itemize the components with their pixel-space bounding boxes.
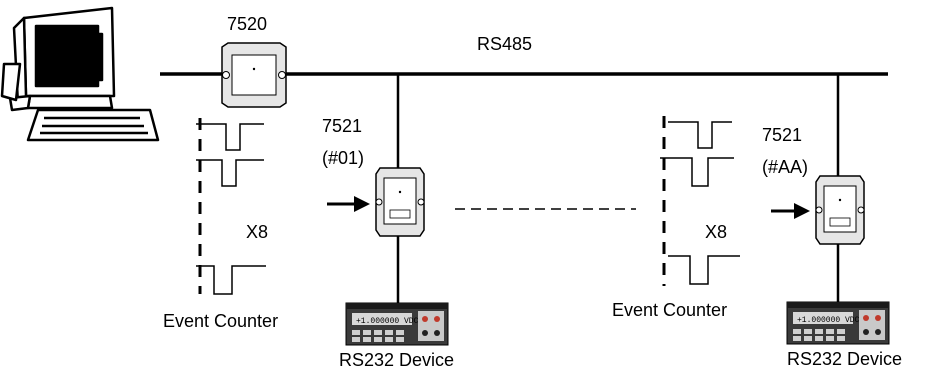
input-arrow-icon xyxy=(327,196,370,212)
bus-label: RS485 xyxy=(477,34,532,54)
rs485-bus xyxy=(160,74,888,306)
module-1-address: (#01) xyxy=(322,148,364,168)
counter-1-label: Event Counter xyxy=(163,311,278,331)
device-2-display: +1.000000 VDC xyxy=(797,316,860,325)
device-2-label: RS232 Device xyxy=(787,349,902,369)
module-7521-01 xyxy=(376,168,424,236)
converter-model: 7520 xyxy=(227,14,267,34)
converter-7520 xyxy=(222,43,286,107)
input-arrow-icon xyxy=(771,203,810,219)
computer-icon xyxy=(2,8,158,140)
module-1-model: 7521 xyxy=(322,116,362,136)
counter-1-multiplier: X8 xyxy=(246,222,268,242)
multimeter-icon: +1.000000 VDC xyxy=(787,302,889,344)
multimeter-icon: +1.000000 VDC xyxy=(346,303,448,345)
module-2-address: (#AA) xyxy=(762,157,808,177)
device-1-label: RS232 Device xyxy=(339,350,454,369)
module-2-model: 7521 xyxy=(762,125,802,145)
counter-2-label: Event Counter xyxy=(612,300,727,320)
event-counter-pulses-2 xyxy=(660,116,740,286)
device-1-display: +1.000000 VDC xyxy=(356,317,419,326)
counter-2-multiplier: X8 xyxy=(705,222,727,242)
module-7521-aa xyxy=(816,176,864,244)
event-counter-pulses-1 xyxy=(196,118,266,294)
